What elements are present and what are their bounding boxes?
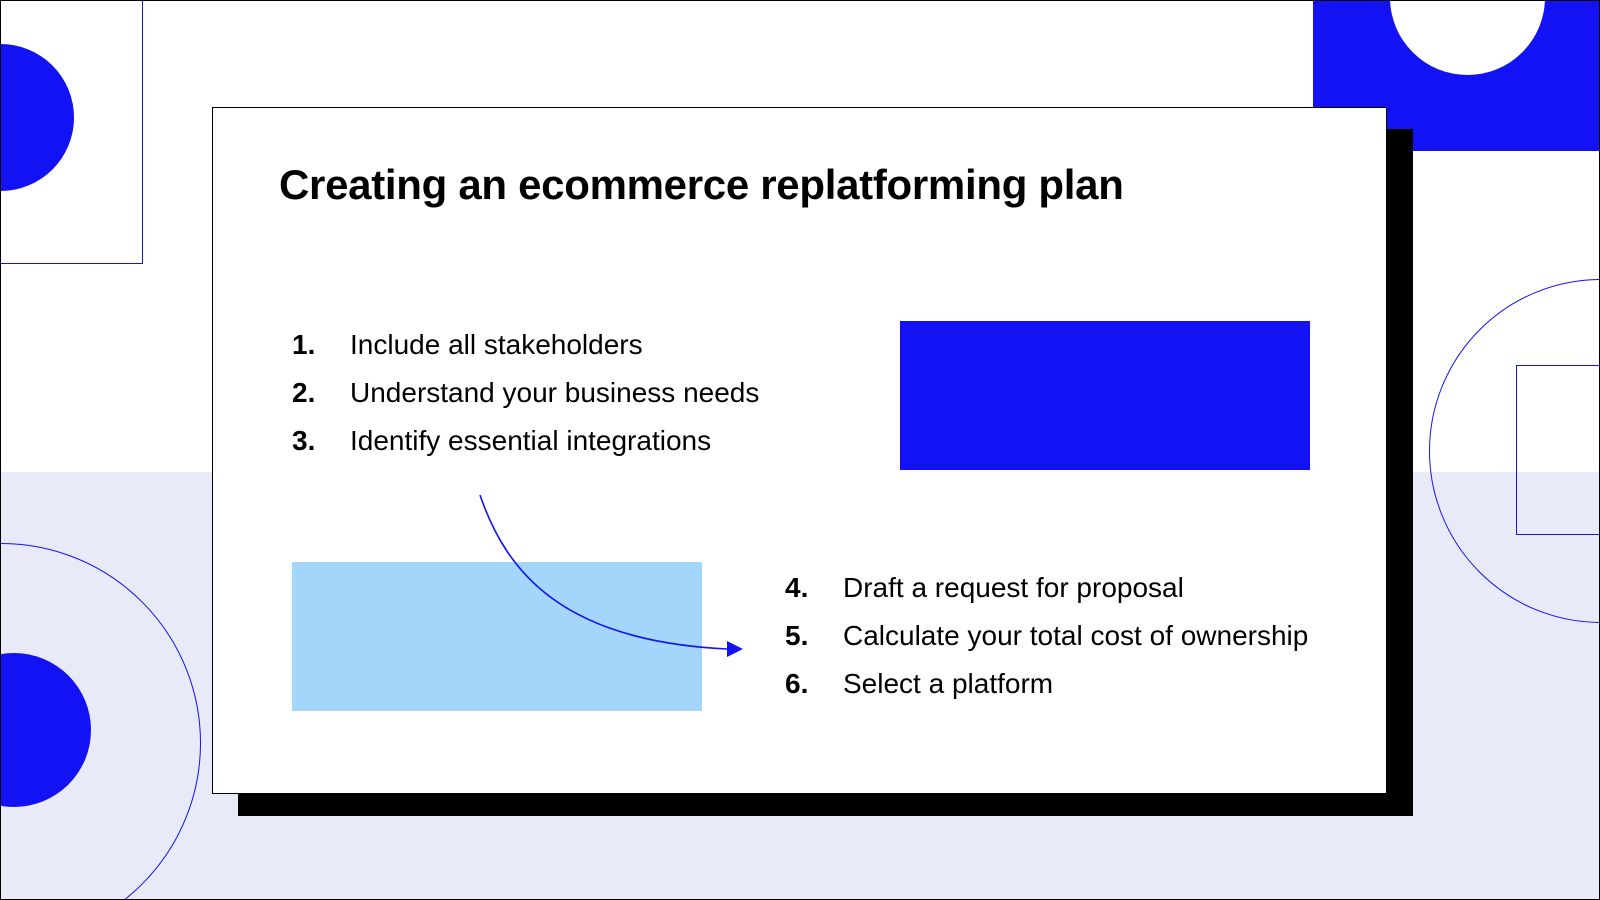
top-left-outline-square xyxy=(1,1,143,264)
step-number: 2. xyxy=(292,377,316,408)
step-label: Understand your business needs xyxy=(350,377,760,408)
step-label: Select a platform xyxy=(843,668,1054,699)
accent-blue-rectangle xyxy=(900,321,1310,470)
light-blue-rectangle xyxy=(292,562,702,711)
right-outline-square xyxy=(1516,365,1599,535)
slide-title: Creating an ecommerce replatforming plan xyxy=(279,161,1124,208)
step-number: 3. xyxy=(292,425,316,456)
step-number: 1. xyxy=(292,329,316,360)
step-label: Draft a request for proposal xyxy=(843,572,1184,603)
step-number: 4. xyxy=(785,572,809,603)
step-label: Identify essential integrations xyxy=(350,425,712,456)
step-number: 6. xyxy=(785,668,809,699)
step-label: Include all stakeholders xyxy=(350,329,643,360)
step-label: Calculate your total cost of ownership xyxy=(843,620,1309,651)
step-number: 5. xyxy=(785,620,809,651)
